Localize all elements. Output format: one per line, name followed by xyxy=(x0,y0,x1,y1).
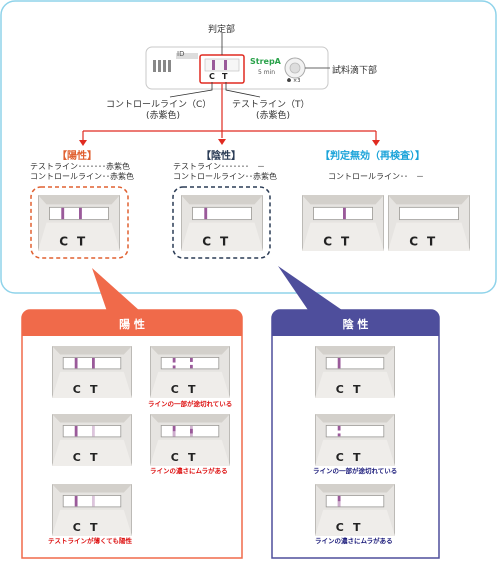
negative-panel-title: 陰 性 xyxy=(342,318,369,331)
negative-caption-broken: ラインの一部が途切れている xyxy=(313,467,398,475)
svg-text:T: T xyxy=(353,521,361,534)
positive-panel-title: 陽 性 xyxy=(119,318,145,331)
positive-caption-uneven: ラインの濃さにムラがある xyxy=(150,467,228,475)
svg-text:C: C xyxy=(202,234,211,248)
negative-callout xyxy=(278,266,342,310)
invalid-line1: コントロールライン･･ － xyxy=(328,172,424,181)
negative-line1: テストライン･･･････ － xyxy=(173,162,265,171)
control-line-color: (赤紫色) xyxy=(146,111,181,121)
device-t-label: T xyxy=(222,72,228,81)
positive-line2: コントロールライン･･赤紫色 xyxy=(30,172,134,181)
svg-text:T: T xyxy=(90,383,98,396)
svg-text:C: C xyxy=(336,521,344,534)
negative-dashed-frame xyxy=(172,186,271,259)
svg-text:C: C xyxy=(171,451,179,464)
test-line-color: (赤紫色) xyxy=(256,111,291,121)
svg-text:T: T xyxy=(353,451,361,464)
device-brand: StrepA xyxy=(250,57,281,66)
device-drops: ×3 xyxy=(293,78,301,84)
device-time: 5 min xyxy=(258,69,276,76)
judgment-label: 判定部 xyxy=(208,25,236,35)
invalid-title: 【判定無効（再検査）】 xyxy=(320,151,425,162)
svg-text:T: T xyxy=(341,234,350,248)
positive-callout xyxy=(92,268,150,320)
svg-text:T: T xyxy=(188,383,196,396)
svg-text:C: C xyxy=(73,521,81,534)
svg-text:C: C xyxy=(336,451,344,464)
positive-dashed-frame xyxy=(30,186,129,259)
device-id-label: ID xyxy=(177,50,185,58)
svg-text:C: C xyxy=(409,234,418,248)
svg-text:C: C xyxy=(336,383,344,396)
svg-text:C: C xyxy=(73,383,81,396)
svg-text:C: C xyxy=(73,451,81,464)
positive-caption-faint: テストラインが薄くても陽性 xyxy=(48,537,132,545)
control-line-label: コントロールライン（C） xyxy=(106,100,212,110)
positive-caption-broken: ラインの一部が途切れている xyxy=(148,400,233,408)
svg-text:T: T xyxy=(427,234,436,248)
test-line-label: テストライン（T） xyxy=(232,100,310,110)
sample-label: 試料滴下部 xyxy=(332,66,378,76)
svg-text:T: T xyxy=(90,521,98,534)
svg-text:T: T xyxy=(77,234,86,248)
svg-text:T: T xyxy=(353,383,361,396)
device-c-label: C xyxy=(209,72,215,81)
svg-text:T: T xyxy=(220,234,229,248)
svg-text:C: C xyxy=(59,234,68,248)
negative-title: 【陰性】 xyxy=(201,151,241,162)
svg-text:T: T xyxy=(188,451,196,464)
positive-line1: テストライン･･･････赤紫色 xyxy=(30,162,130,171)
svg-text:T: T xyxy=(90,451,98,464)
test-device xyxy=(145,46,329,90)
negative-line2: コントロールライン･･赤紫色 xyxy=(173,172,277,181)
positive-title: 【陽性】 xyxy=(57,151,97,162)
svg-text:C: C xyxy=(171,383,179,396)
negative-caption-uneven: ラインの濃さにムラがある xyxy=(315,537,393,545)
svg-text:C: C xyxy=(323,234,332,248)
